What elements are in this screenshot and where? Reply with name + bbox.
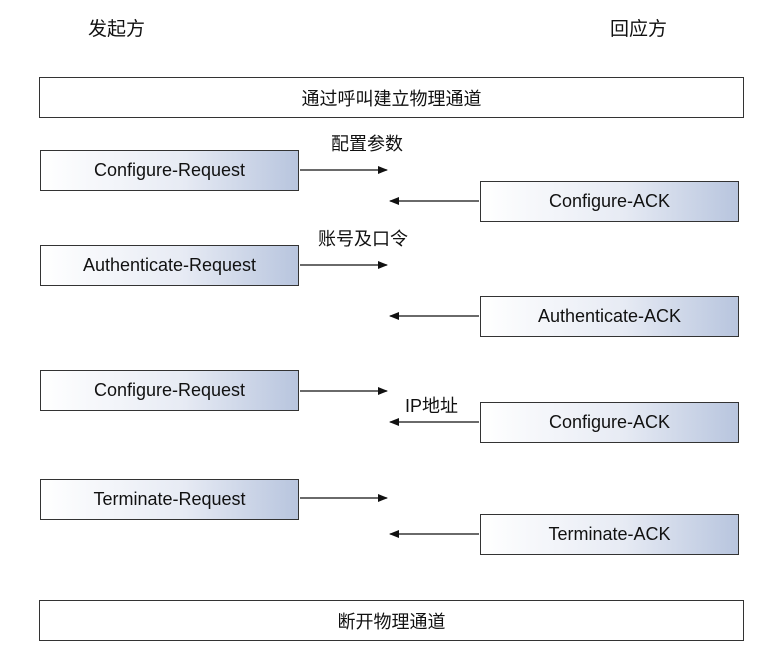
initiator-label: 发起方 xyxy=(88,18,146,40)
authenticate-ack-box: Authenticate-ACK xyxy=(480,296,739,337)
authenticate-request-box: Authenticate-Request xyxy=(40,245,299,286)
terminate-request-box: Terminate-Request xyxy=(40,479,299,520)
terminate-ack-box: Terminate-ACK xyxy=(480,514,739,555)
exchange-note-ip: IP地址 xyxy=(405,396,459,416)
configure-ack-box: Configure-ACK xyxy=(480,181,739,222)
ip-configure-ack-box: Configure-ACK xyxy=(480,402,739,443)
ip-configure-request-box: Configure-Request xyxy=(40,370,299,411)
configure-request-box: Configure-Request xyxy=(40,150,299,191)
responder-label: 回应方 xyxy=(610,18,668,40)
exchange-note-config: 配置参数 xyxy=(331,134,403,155)
disconnect-physical-channel-bar: 断开物理通道 xyxy=(39,600,744,641)
establish-physical-channel-bar: 通过呼叫建立物理通道 xyxy=(39,77,744,118)
exchange-note-auth: 账号及口令 xyxy=(318,229,408,250)
